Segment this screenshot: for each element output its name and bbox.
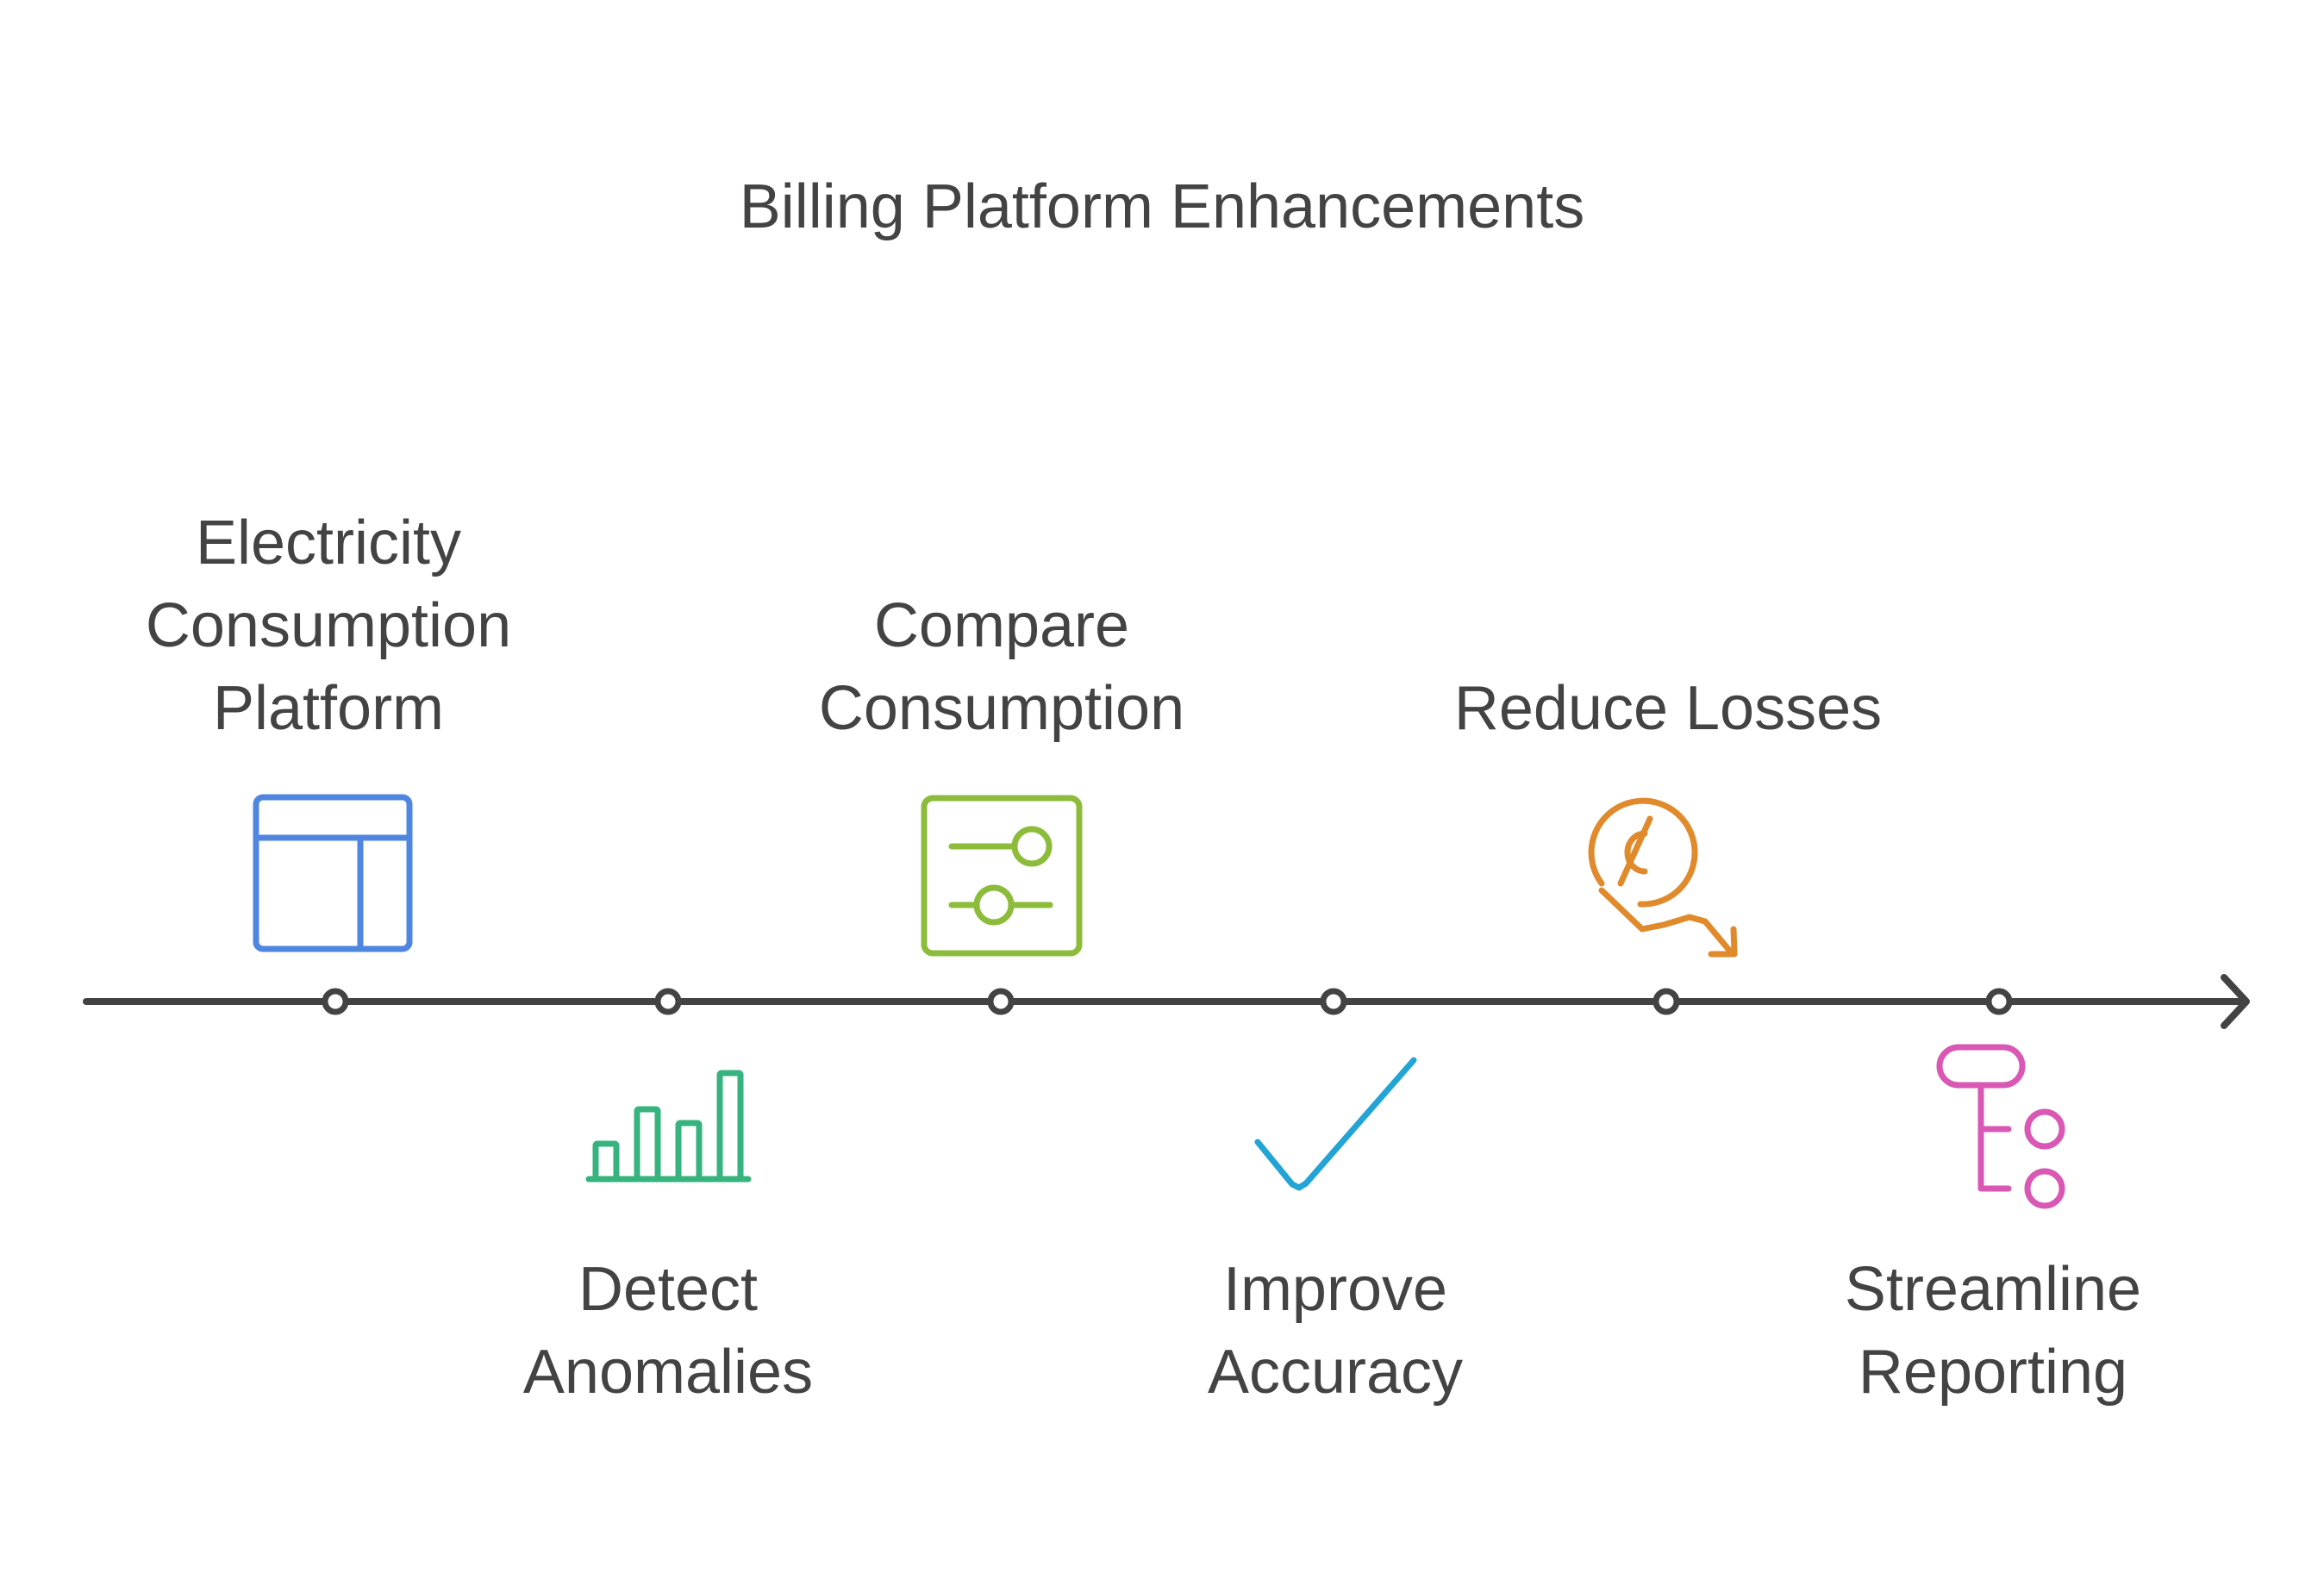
milestone-label-line: Platform	[212, 674, 445, 743]
milestone-label-compare-consumption: Compare Consumption	[734, 584, 1269, 750]
timeline-marker-5	[1652, 988, 1680, 1015]
milestone-label-line: Detect	[578, 1255, 759, 1324]
diagram-title: Billing Platform Enhancements	[739, 172, 1585, 241]
timeline-markers	[322, 988, 2013, 1015]
milestone-label-line: Reporting	[1858, 1338, 2128, 1407]
sliders-icon	[921, 795, 1083, 957]
milestone-label-line: Consumption	[145, 591, 512, 660]
milestone-label-detect-anomalies: Detect Anomalies	[401, 1248, 935, 1414]
milestone-label-electricity-consumption-platform: Electricity Consumption Platform	[61, 502, 596, 750]
milestone-label-line: Consumption	[818, 674, 1185, 743]
timeline-axis	[83, 974, 2250, 1029]
milestone-label-line: Streamline	[1844, 1255, 2142, 1324]
bar-chart-icon	[585, 1070, 752, 1183]
milestone-label-line: Compare	[873, 591, 1130, 660]
checkmark-icon	[1254, 1057, 1417, 1191]
timeline-arrowhead	[2221, 974, 2250, 1029]
milestone-label-line: Reduce Losses	[1453, 674, 1883, 743]
milestone-label-reduce-losses: Reduce Losses	[1401, 667, 1935, 750]
milestone-label-line: Electricity	[195, 509, 462, 577]
timeline-marker-3	[987, 988, 1015, 1015]
timeline-marker-2	[654, 988, 682, 1015]
milestone-label-line: Anomalies	[522, 1338, 814, 1407]
timeline-marker-6	[1985, 988, 2013, 1015]
coin-decrease-icon	[1588, 797, 1738, 958]
hierarchy-icon	[1936, 1044, 2065, 1209]
timeline-marker-1	[322, 988, 349, 1015]
timeline-marker-4	[1320, 988, 1347, 1015]
layout-panel-icon	[253, 794, 413, 952]
milestone-label-streamline-reporting: Streamline Reporting	[1726, 1248, 2260, 1414]
milestone-label-improve-accuracy: Improve Accuracy	[1068, 1248, 1602, 1414]
milestone-label-line: Improve	[1222, 1255, 1448, 1324]
milestone-label-line: Accuracy	[1207, 1338, 1464, 1407]
